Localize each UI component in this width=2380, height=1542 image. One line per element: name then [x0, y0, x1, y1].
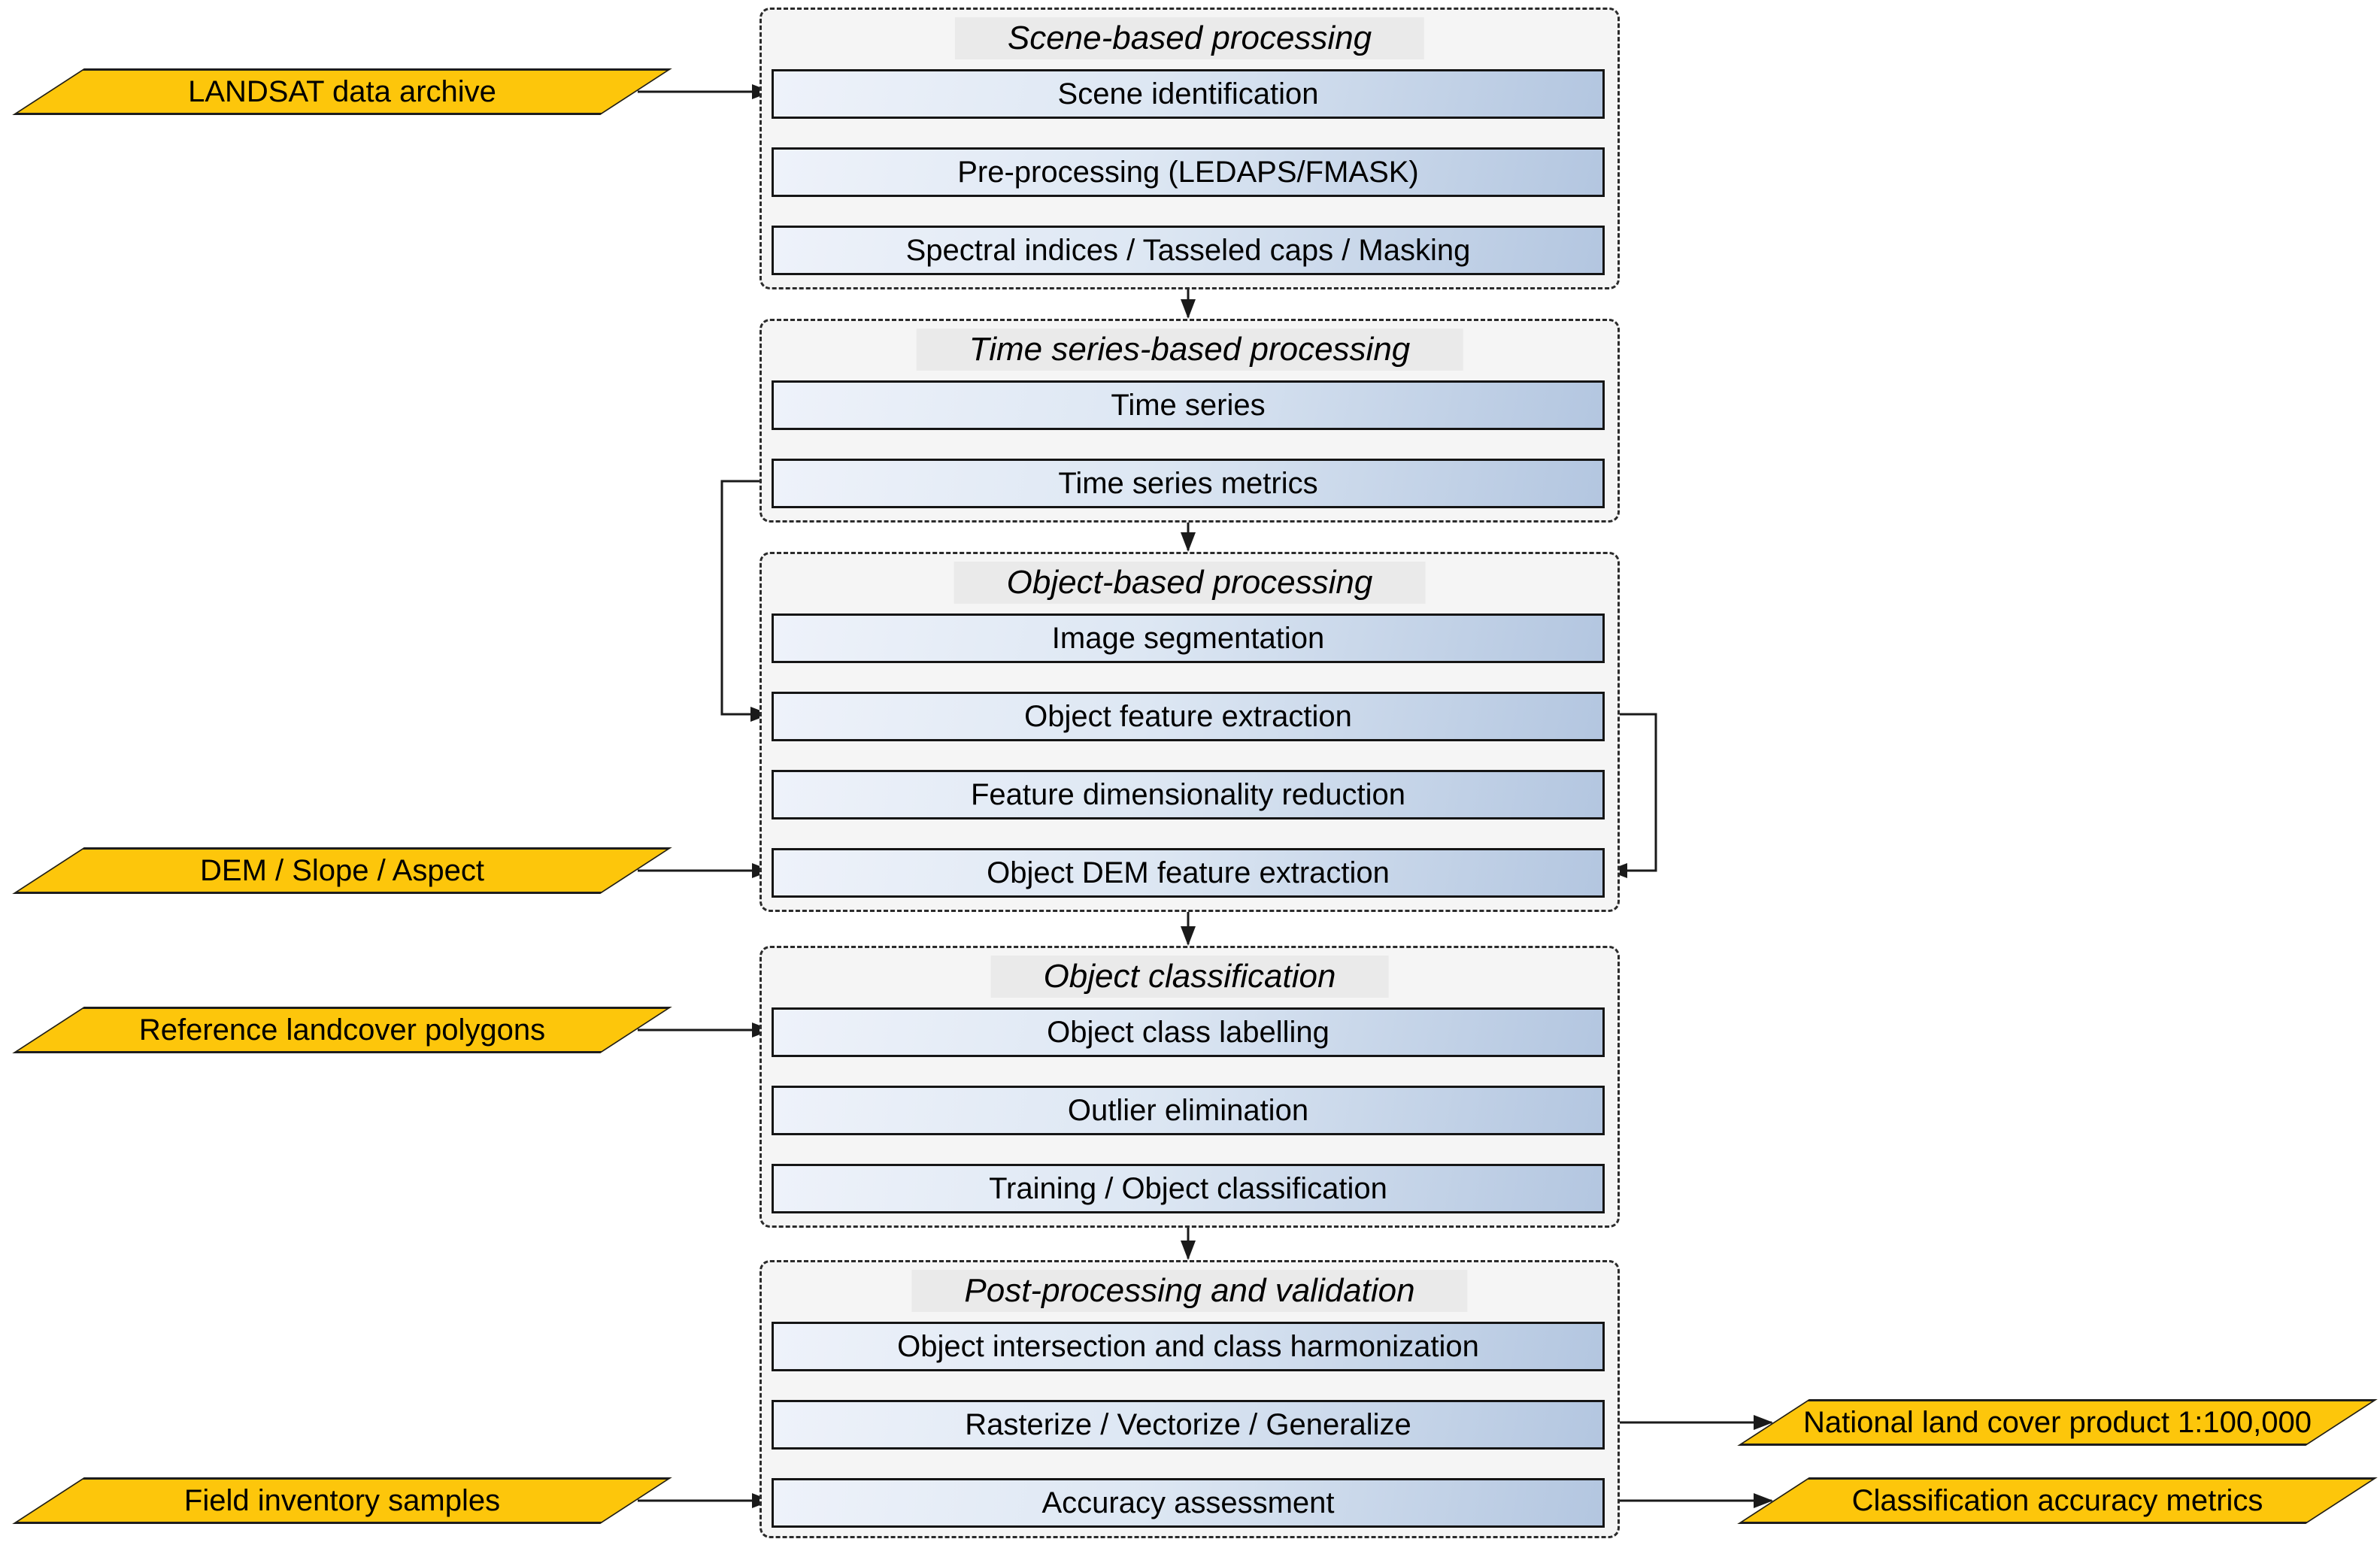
input-reference-landcover-polygons: Reference landcover polygons: [12, 1007, 672, 1053]
input-label: Reference landcover polygons: [138, 1013, 546, 1047]
group-object-based-processing: Object-based processing Image segmentati…: [759, 552, 1620, 912]
group-title-time-series-based-processing: Time series-based processing: [916, 329, 1463, 371]
group-title-object-classification: Object classification: [990, 956, 1389, 998]
box-outlier-elimination: Outlier elimination: [772, 1086, 1605, 1135]
group-post-processing-and-validation: Post-processing and validation Object in…: [759, 1260, 1620, 1538]
box-accuracy-assessment: Accuracy assessment: [772, 1478, 1605, 1528]
box-training-object-classification: Training / Object classification: [772, 1164, 1605, 1213]
input-label: LANDSAT data archive: [188, 74, 496, 108]
input-dem-slope-aspect: DEM / Slope / Aspect: [12, 847, 672, 894]
input-label: Field inventory samples: [183, 1483, 501, 1517]
box-pre-processing-ledaps-fmask: Pre-processing (LEDAPS/FMASK): [772, 147, 1605, 197]
group-object-classification: Object classification Object class label…: [759, 946, 1620, 1228]
output-label: National land cover product 1:100,000: [1802, 1405, 2312, 1439]
output-national-land-cover-product: National land cover product 1:100,000: [1737, 1399, 2378, 1446]
group-time-series-based-processing: Time series-based processing Time series…: [759, 319, 1620, 523]
box-object-feature-extraction: Object feature extraction: [772, 692, 1605, 741]
box-scene-identification: Scene identification: [772, 69, 1605, 119]
input-field-inventory-samples: Field inventory samples: [12, 1477, 672, 1524]
output-classification-accuracy-metrics: Classification accuracy metrics: [1737, 1477, 2378, 1524]
box-image-segmentation: Image segmentation: [772, 613, 1605, 663]
output-label: Classification accuracy metrics: [1851, 1483, 2263, 1517]
box-object-intersection-and-class-harmonization: Object intersection and class harmonizat…: [772, 1322, 1605, 1371]
box-object-class-labelling: Object class labelling: [772, 1007, 1605, 1057]
group-title-scene-based-processing: Scene-based processing: [954, 17, 1425, 59]
group-scene-based-processing: Scene-based processing Scene identificat…: [759, 8, 1620, 289]
input-landsat-data-archive: LANDSAT data archive: [12, 68, 672, 115]
box-spectral-indices-tasseled-caps-masking: Spectral indices / Tasseled caps / Maski…: [772, 226, 1605, 275]
group-title-object-based-processing: Object-based processing: [954, 562, 1426, 604]
box-feature-dimensionality-reduction: Feature dimensionality reduction: [772, 770, 1605, 819]
box-object-dem-feature-extraction: Object DEM feature extraction: [772, 848, 1605, 898]
input-label: DEM / Slope / Aspect: [200, 853, 484, 887]
box-time-series: Time series: [772, 380, 1605, 430]
box-rasterize-vectorize-generalize: Rasterize / Vectorize / Generalize: [772, 1400, 1605, 1450]
box-time-series-metrics: Time series metrics: [772, 459, 1605, 508]
group-title-post-processing-and-validation: Post-processing and validation: [911, 1270, 1468, 1312]
